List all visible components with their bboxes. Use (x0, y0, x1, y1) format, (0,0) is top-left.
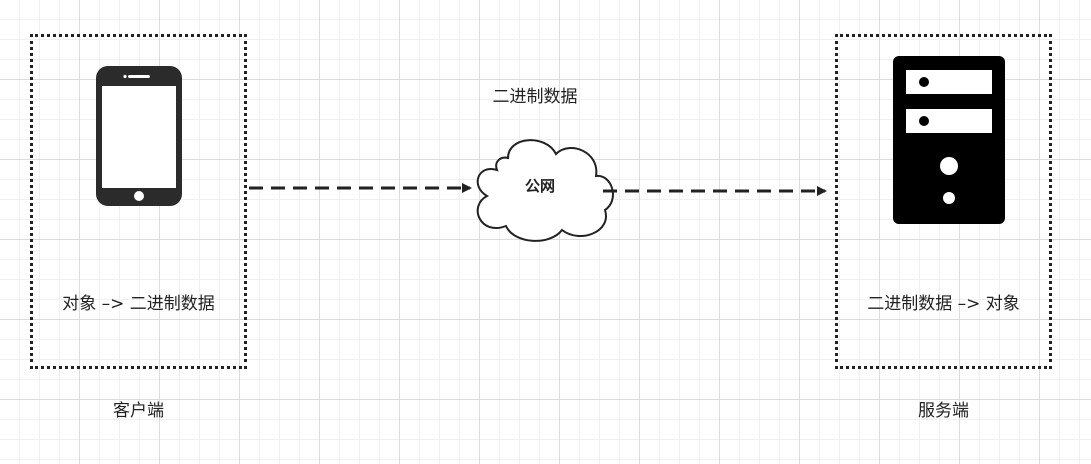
server-tower-icon (893, 56, 1005, 224)
server-box (835, 34, 1052, 369)
server-caption: 服务端 (918, 401, 969, 421)
smartphone-icon (96, 66, 182, 206)
client-box (30, 34, 247, 369)
cloud-icon (476, 139, 614, 242)
client-caption: 客户端 (113, 401, 164, 421)
transfer-label: 二进制数据 (492, 87, 578, 107)
client-conversion-text: 对象 –> 二进制数据 (62, 294, 215, 314)
server-conversion-text: 二进制数据 –> 对象 (867, 294, 1020, 314)
cloud-label: 公网 (524, 177, 555, 195)
